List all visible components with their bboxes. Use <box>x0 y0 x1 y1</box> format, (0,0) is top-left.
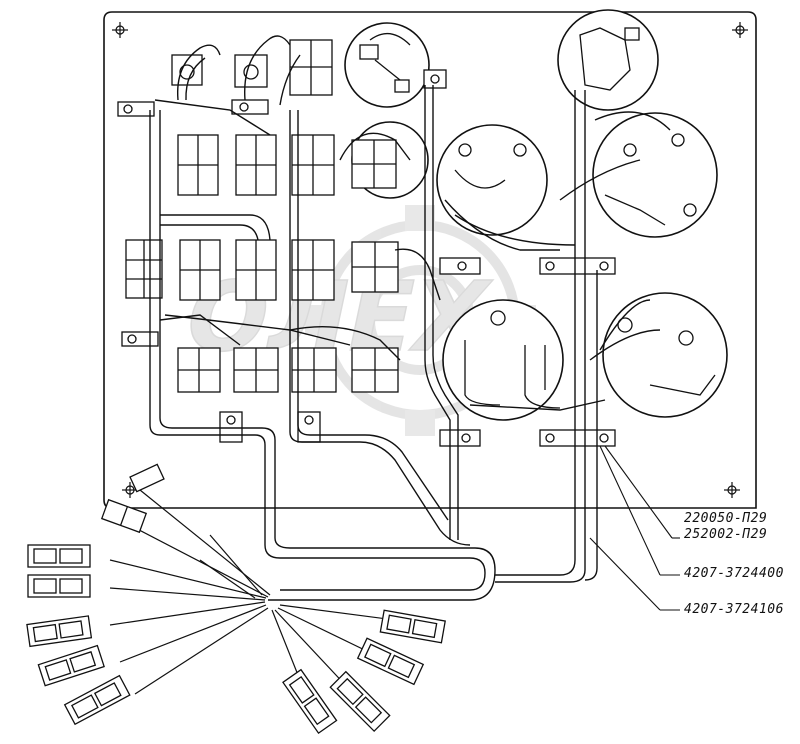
connector-blocks <box>125 39 399 393</box>
lamp-socket-1 <box>344 22 430 108</box>
loose-connector-6 <box>37 644 105 687</box>
loose-connector-1 <box>129 463 165 493</box>
harness-fanout-wires <box>109 489 396 695</box>
callout-line: 4207-3724400 <box>684 566 784 581</box>
clamp-2 <box>231 99 269 115</box>
clamp-9 <box>439 429 481 447</box>
loose-connector-10 <box>356 637 425 686</box>
clamp-4 <box>121 331 159 347</box>
lamp-socket-7 <box>602 292 728 418</box>
loose-connector-8 <box>282 668 338 735</box>
mounting-hole-top-left-icon <box>112 22 128 38</box>
lamp-socket-6 <box>442 299 564 421</box>
connector-row2-c <box>235 239 277 301</box>
connector-row3-c <box>291 347 337 393</box>
loose-connector-9 <box>329 670 391 733</box>
loose-connector-7 <box>63 674 131 726</box>
loose-connector-11 <box>379 609 446 644</box>
loose-connectors <box>26 463 446 735</box>
clamp-8 <box>297 411 321 443</box>
clamp-6 <box>539 257 616 275</box>
loose-connector-2 <box>100 498 148 534</box>
connector-row3-b <box>233 347 279 393</box>
connector-row1-d <box>351 139 397 189</box>
leader-lines <box>589 445 680 611</box>
connector-row2-b <box>179 239 221 301</box>
callout-line: 252002-П29 <box>684 527 768 542</box>
clamp-5 <box>439 257 481 275</box>
lamp-socket-2 <box>557 9 659 111</box>
mounting-hole-top-right-icon <box>732 22 748 38</box>
callout-part-numbers-1: 220050-П29 252002-П29 <box>684 511 767 543</box>
callout-line: 220050-П29 <box>684 511 768 526</box>
clamp-7 <box>219 411 243 443</box>
connector-row1-a <box>177 134 219 196</box>
connector-row3-d <box>351 347 399 393</box>
callout-line: 4207-3724106 <box>684 602 784 617</box>
mounting-hole-bottom-right-icon <box>724 482 740 498</box>
loose-connector-5 <box>26 615 93 648</box>
connector-top-block <box>289 39 333 96</box>
connector-row3-a <box>177 347 221 393</box>
connector-row2-a <box>125 239 163 299</box>
lamp-socket-3 <box>436 124 548 236</box>
callout-part-number-3: 4207-3724106 <box>684 602 784 617</box>
connector-row1-b <box>235 134 277 196</box>
callout-part-number-2: 4207-3724400 <box>684 566 784 581</box>
clamp-10 <box>539 429 616 447</box>
lamp-sockets <box>344 9 728 421</box>
connector-row2-e <box>351 241 399 293</box>
harness-trunks <box>149 35 671 601</box>
clamp-1 <box>117 101 155 117</box>
clamp-3 <box>423 69 447 89</box>
loose-connector-4 <box>27 574 91 598</box>
connector-row1-c <box>291 134 335 196</box>
connector-row2-d <box>291 239 335 301</box>
loose-connector-3 <box>27 544 91 568</box>
lamp-socket-details <box>359 27 716 409</box>
